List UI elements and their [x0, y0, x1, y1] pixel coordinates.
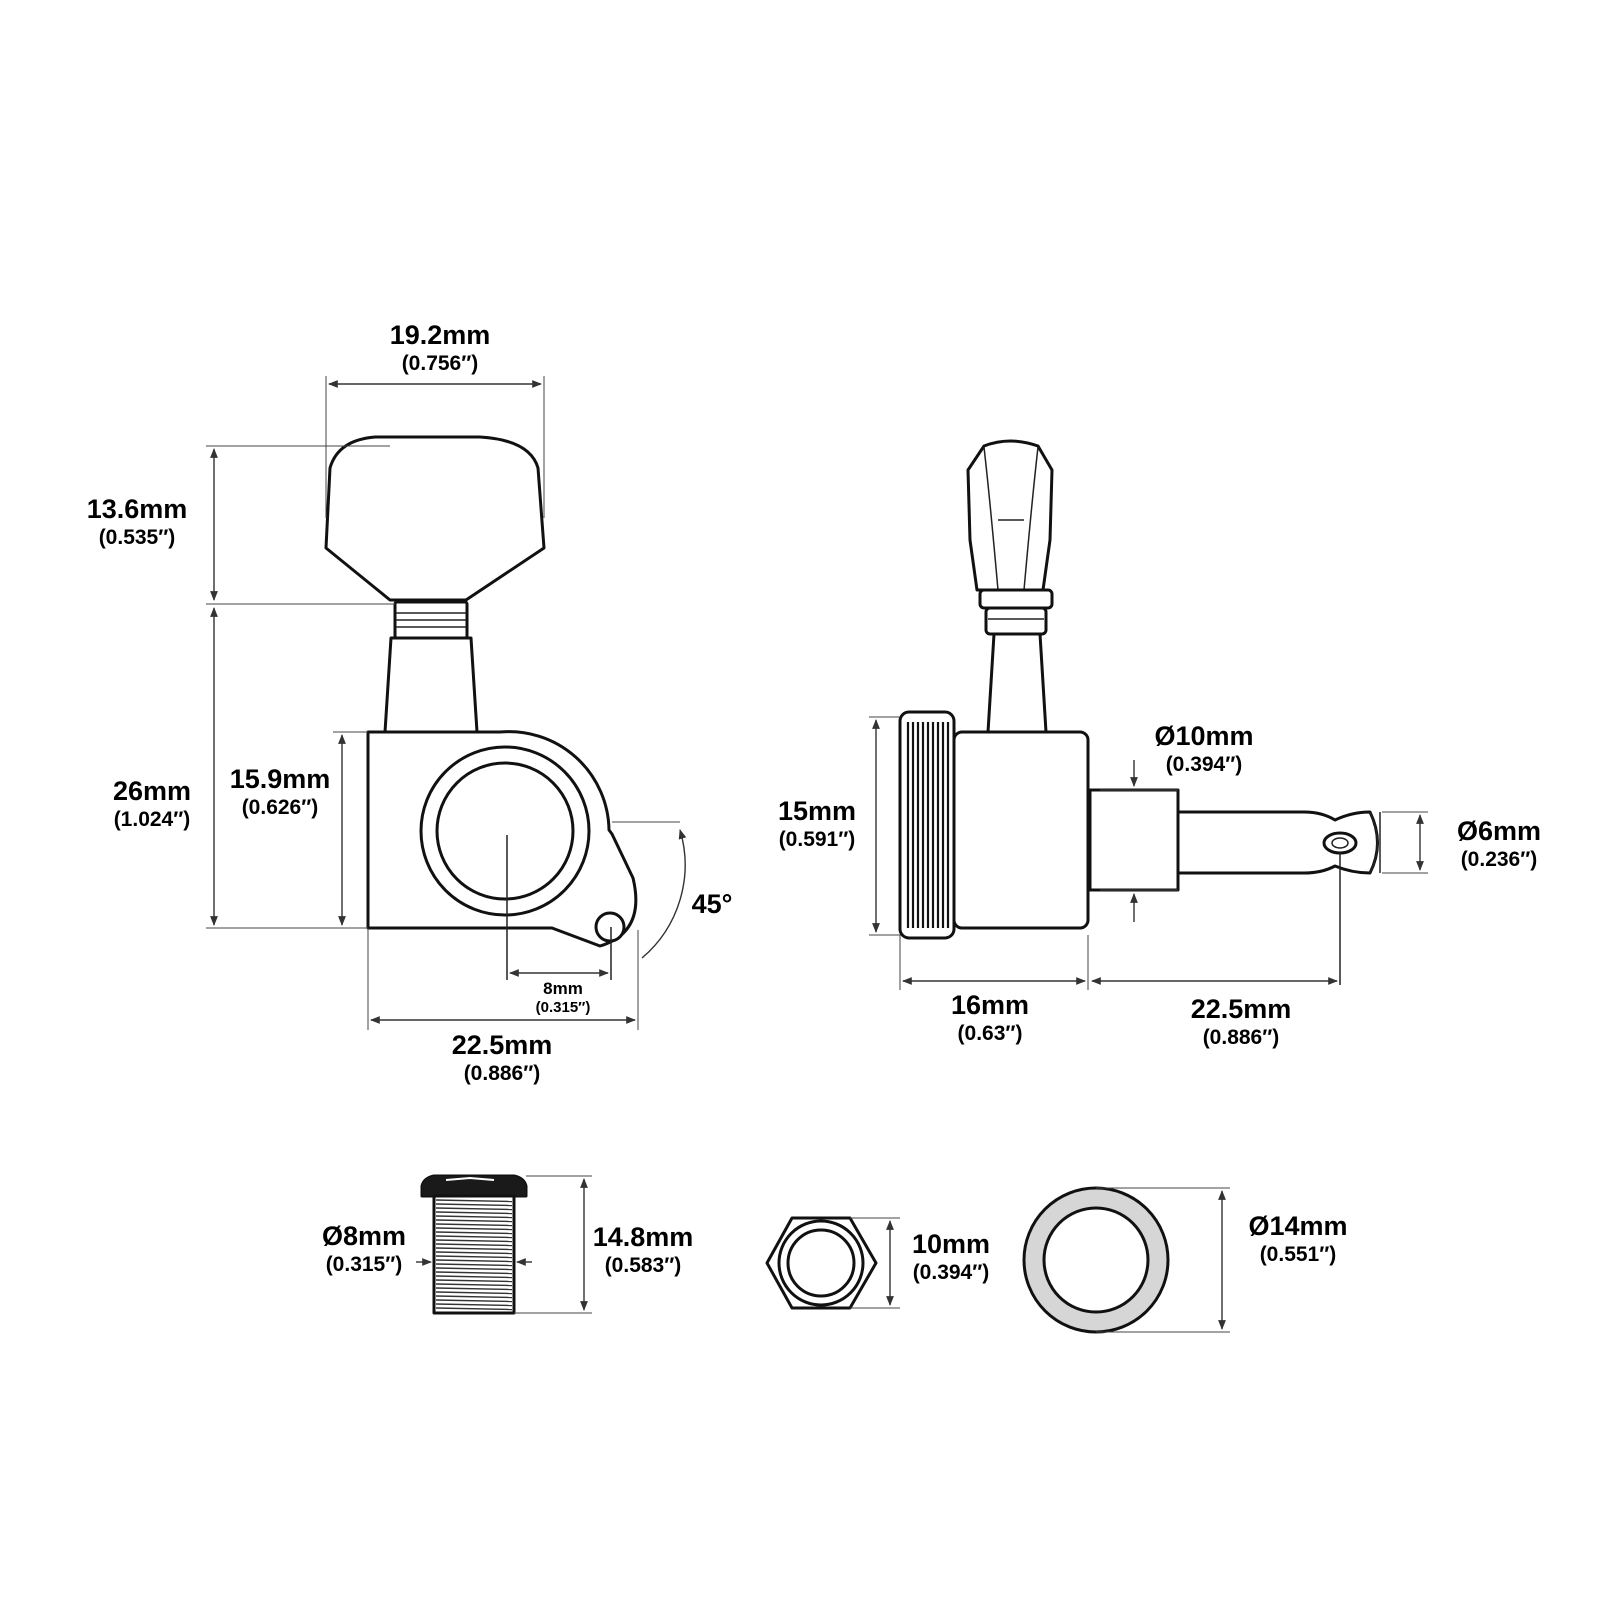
label-post-diameter-inch: (0.394″) [1166, 753, 1243, 776]
side-collar-2 [984, 606, 1048, 636]
label-post-diameter-mm: Ø10mm [1154, 721, 1253, 751]
label-bushing-length-inch: (0.583″) [605, 1254, 682, 1277]
bushing-thread-lines [435, 1199, 513, 1311]
label-knob-height-mm: 13.6mm [87, 494, 188, 524]
label-side-height-mm: 15mm [778, 796, 856, 826]
label-string-post-mm: Ø6mm [1457, 816, 1541, 846]
side-post-base [1088, 788, 1180, 892]
label-bushing-length-mm: 14.8mm [593, 1222, 694, 1252]
front-gear-cover-inner [435, 761, 575, 901]
washer-ring [1022, 1186, 1170, 1334]
label-angle: 45° [692, 889, 733, 919]
hex-nut [765, 1216, 900, 1310]
label-nut-size-inch: (0.394″) [913, 1261, 990, 1284]
side-view [869, 439, 1428, 990]
label-post-length-inch: (0.886″) [1203, 1026, 1280, 1049]
front-knob [324, 435, 546, 602]
label-total-height-inch: (1.024″) [114, 808, 191, 831]
bushing [416, 1174, 592, 1315]
label-side-height-inch: (0.591″) [779, 828, 856, 851]
label-side-body-width-inch: (0.63″) [958, 1022, 1023, 1045]
side-post-hole [1322, 831, 1358, 855]
label-bushing-diameter-inch: (0.315″) [326, 1253, 403, 1276]
angle-arc [641, 829, 687, 959]
label-body-height-inch: (0.626″) [242, 796, 319, 819]
label-screw-offset-inch: (0.315″) [536, 999, 591, 1016]
label-side-body-width-mm: 16mm [951, 990, 1029, 1020]
label-total-height-mm: 26mm [113, 776, 191, 806]
label-front-width-inch: (0.886″) [464, 1062, 541, 1085]
label-washer-diameter-mm: Ø14mm [1248, 1211, 1347, 1241]
side-knob [966, 439, 1054, 592]
label-knob-width-mm: 19.2mm [390, 320, 491, 350]
label-post-length-mm: 22.5mm [1191, 994, 1292, 1024]
label-washer-diameter-inch: (0.551″) [1260, 1243, 1337, 1266]
label-body-height-mm: 15.9mm [230, 764, 331, 794]
label-front-width-mm: 22.5mm [452, 1030, 553, 1060]
label-knob-width-inch: (0.756″) [402, 352, 479, 375]
label-bushing-diameter-mm: Ø8mm [322, 1221, 406, 1251]
side-body [952, 730, 1090, 930]
side-collar-1 [978, 588, 1054, 610]
front-view [206, 376, 687, 1030]
label-knob-height-inch: (0.535″) [99, 526, 176, 549]
label-nut-size-mm: 10mm [912, 1229, 990, 1259]
knurl-lines [906, 722, 950, 928]
front-shaft [383, 636, 479, 734]
label-string-post-inch: (0.236″) [1461, 848, 1538, 871]
washer [1022, 1186, 1230, 1334]
side-shaft [986, 632, 1048, 734]
front-screw-hole [594, 911, 626, 943]
label-screw-offset-mm: 8mm [543, 979, 583, 998]
